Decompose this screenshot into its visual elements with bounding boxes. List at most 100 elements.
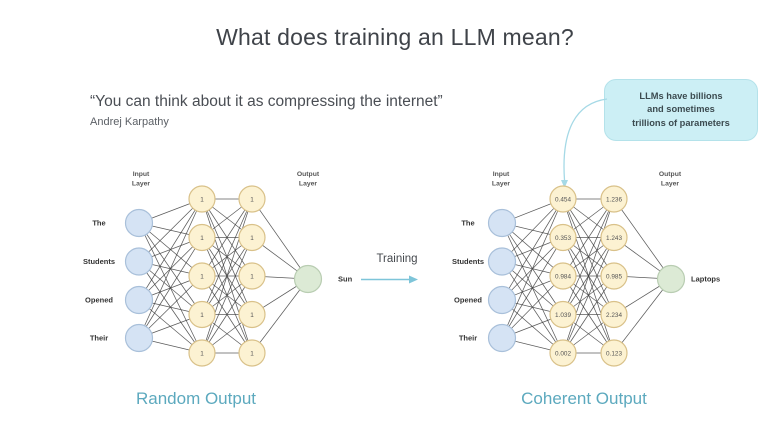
edge <box>138 198 203 301</box>
input-layer-caption: Input <box>493 171 510 178</box>
hidden-node-value: 0.002 <box>555 350 571 357</box>
hidden-node-value: 2.234 <box>606 312 622 319</box>
edge <box>562 198 615 354</box>
edge <box>613 278 672 354</box>
hidden-node-value: 1.243 <box>606 235 622 242</box>
callout-text: LLMs have billions and sometimes trillio… <box>632 91 730 128</box>
hidden-node <box>549 339 577 367</box>
input-word-label: Opened <box>454 296 482 305</box>
input-node <box>487 208 517 238</box>
hidden-node <box>549 300 577 329</box>
edge <box>251 278 309 354</box>
output-layer-caption: Layer <box>661 181 679 188</box>
edge <box>201 198 253 277</box>
hidden-node <box>238 300 266 329</box>
hidden-node <box>238 339 266 367</box>
input-word-label: Opened <box>85 296 113 305</box>
hidden-node-value: 1 <box>200 350 204 357</box>
edge <box>201 198 253 354</box>
hidden-node-value: 0.353 <box>555 235 571 242</box>
input-layer-caption: Input <box>133 171 150 178</box>
hidden-node-value: 1 <box>200 312 204 319</box>
random-output-caption: Random Output <box>135 389 256 408</box>
edge <box>201 275 253 354</box>
quote-author: Andrej Karpathy <box>90 116 169 128</box>
callout-box: LLMs have billions and sometimes trillio… <box>604 79 758 141</box>
input-node <box>124 247 154 276</box>
hidden-node <box>238 185 266 213</box>
output-word-label: Laptops <box>691 275 720 284</box>
hidden-node <box>600 339 628 367</box>
edge <box>138 275 203 339</box>
hidden-node-value: 1 <box>250 235 254 242</box>
hidden-node <box>549 262 577 290</box>
hidden-node-value: 0.985 <box>606 273 622 280</box>
hidden-node <box>600 300 628 329</box>
training-arrow-icon <box>361 275 418 284</box>
hidden-node <box>238 262 266 290</box>
edge <box>501 237 564 339</box>
input-layer-caption: Layer <box>132 181 150 188</box>
input-word-label: Their <box>90 334 108 343</box>
hidden-node <box>188 339 216 367</box>
network-coherent: TheStudentsOpenedTheir0.4540.3530.9841.0… <box>452 171 720 367</box>
input-node <box>124 285 154 315</box>
hidden-node <box>549 185 577 213</box>
hidden-node-value: 1 <box>200 235 204 242</box>
output-node <box>656 264 686 294</box>
coherent-output-caption: Coherent Output <box>521 389 647 408</box>
hidden-node-value: 0.454 <box>555 196 571 203</box>
input-node <box>124 208 154 238</box>
network-random: TheStudentsOpenedTheir1111111111SunInput… <box>83 171 353 367</box>
hidden-node-value: 1 <box>200 196 204 203</box>
edge <box>138 198 203 339</box>
edge <box>562 198 615 277</box>
training-label: Training <box>376 253 418 265</box>
hidden-node <box>188 262 216 290</box>
input-word-label: The <box>92 219 105 228</box>
edge <box>501 275 564 339</box>
edge <box>562 275 615 354</box>
input-node <box>487 285 517 315</box>
slide-title: What does training an LLM mean? <box>216 24 574 50</box>
callout-arrow <box>561 98 608 188</box>
hidden-node <box>549 223 577 252</box>
hidden-node-value: 1 <box>250 350 254 357</box>
edge <box>251 198 309 280</box>
edge <box>501 198 564 301</box>
hidden-node-value: 1.236 <box>606 196 622 203</box>
hidden-node <box>600 262 628 290</box>
output-layer-caption: Layer <box>299 181 317 188</box>
hidden-node <box>238 223 266 252</box>
edge <box>501 198 564 262</box>
output-layer-caption: Output <box>297 171 320 178</box>
edge <box>562 237 615 354</box>
edge <box>613 198 672 280</box>
output-word-label: Sun <box>338 275 353 284</box>
edge <box>501 198 564 339</box>
input-word-label: Students <box>452 257 484 266</box>
input-layer-caption: Layer <box>492 181 510 188</box>
input-node <box>124 323 154 353</box>
edge <box>201 198 253 315</box>
hidden-node-value: 0.123 <box>606 350 622 357</box>
quote-text: “You can think about it as compressing t… <box>90 93 443 110</box>
hidden-node <box>188 223 216 252</box>
hidden-node-value: 1 <box>200 273 204 280</box>
output-layer-caption: Output <box>659 171 682 178</box>
hidden-node <box>600 185 628 213</box>
hidden-node <box>600 223 628 252</box>
hidden-node <box>188 300 216 329</box>
edge <box>138 198 203 262</box>
edge <box>562 198 615 315</box>
input-node <box>487 323 517 353</box>
input-word-label: The <box>461 219 474 228</box>
edge <box>201 237 253 354</box>
input-word-label: Students <box>83 257 115 266</box>
hidden-node-value: 1 <box>250 312 254 319</box>
hidden-node-value: 1 <box>250 196 254 203</box>
hidden-node-value: 0.984 <box>555 273 571 280</box>
input-node <box>487 247 517 276</box>
